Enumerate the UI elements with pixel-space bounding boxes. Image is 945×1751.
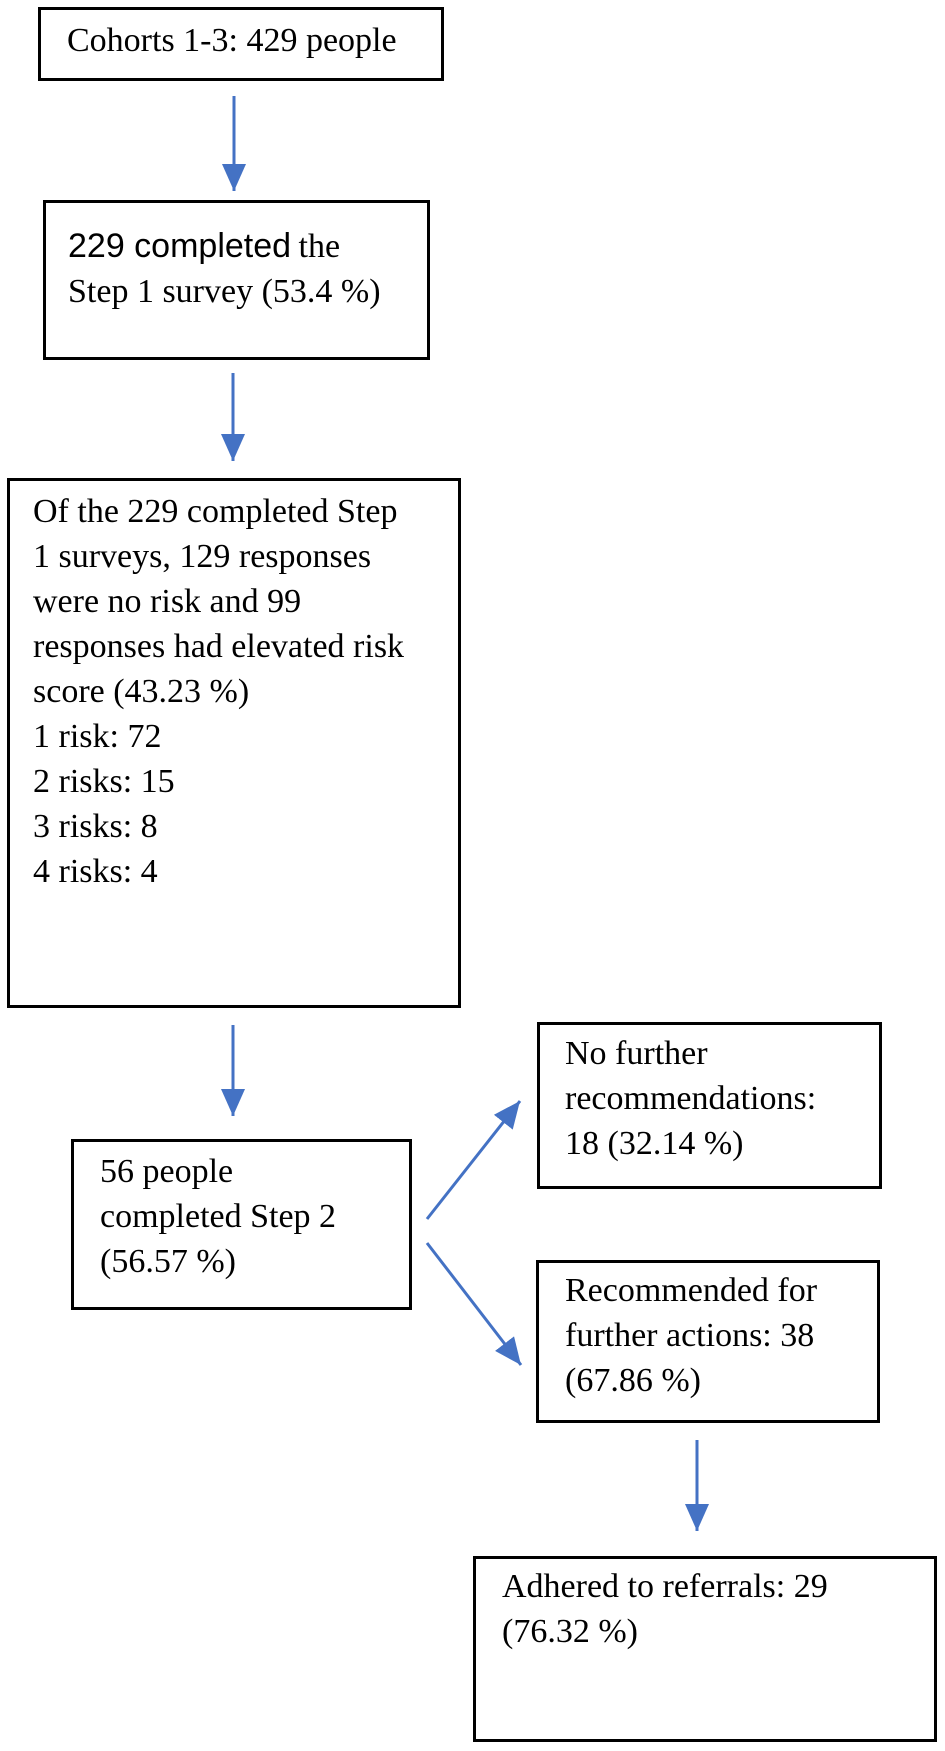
box-step1-line-1-serif: the bbox=[298, 228, 341, 265]
box-step1-results: Of the 229 completed Step 1 surveys, 129… bbox=[7, 478, 461, 1008]
box-step2-line-3: (56.57 %) bbox=[100, 1243, 236, 1280]
box-adhered-line-1: Adhered to referrals: 29 bbox=[502, 1568, 828, 1605]
box-cohorts-line: Cohorts 1-3: 429 people bbox=[67, 22, 397, 59]
box-adhered-line-2: (76.32 %) bbox=[502, 1613, 638, 1650]
box-results-line-9: 4 risks: 4 bbox=[33, 853, 158, 890]
box-results-line-3: were no risk and 99 bbox=[33, 583, 302, 620]
box-step2-line-1: 56 people bbox=[100, 1153, 234, 1190]
box-step2-line-2: completed Step 2 bbox=[100, 1198, 337, 1235]
box-step1-line-1-sans: 229 completed bbox=[68, 227, 292, 265]
box-nofurther-line-2: recommendations: bbox=[565, 1080, 817, 1117]
box-no-further-recommendations: No further recommendations: 18 (32.14 %) bbox=[537, 1022, 882, 1189]
box-step1-line-2: Step 1 survey (53.4 %) bbox=[68, 273, 381, 310]
box-results-line-6: 1 risk: 72 bbox=[33, 718, 162, 755]
box-adhered-referrals: Adhered to referrals: 29 (76.32 %) bbox=[473, 1556, 937, 1742]
arrow-step2-to-no-further bbox=[425, 1100, 522, 1220]
box-nofurther-line-1: No further bbox=[565, 1035, 708, 1072]
box-results-line-7: 2 risks: 15 bbox=[33, 763, 175, 800]
box-results-line-4: responses had elevated risk bbox=[33, 628, 405, 665]
box-results-line-5: score (43.23 %) bbox=[33, 673, 250, 710]
box-cohorts: Cohorts 1-3: 429 people bbox=[38, 7, 444, 81]
box-recommend-line-2: further actions: 38 bbox=[565, 1317, 815, 1354]
box-results-line-1: Of the 229 completed Step bbox=[33, 493, 398, 530]
box-recommend-line-3: (67.86 %) bbox=[565, 1362, 701, 1399]
arrow-step2-to-recommended bbox=[425, 1242, 523, 1366]
box-recommended-further-actions: Recommended for further actions: 38 (67.… bbox=[536, 1260, 880, 1423]
box-recommend-line-1: Recommended for bbox=[565, 1272, 818, 1309]
box-nofurther-line-3: 18 (32.14 %) bbox=[565, 1125, 744, 1162]
box-results-line-2: 1 surveys, 129 responses bbox=[33, 538, 372, 575]
box-results-line-8: 3 risks: 8 bbox=[33, 808, 158, 845]
box-step2-completed: 56 people completed Step 2 (56.57 %) bbox=[71, 1139, 412, 1310]
